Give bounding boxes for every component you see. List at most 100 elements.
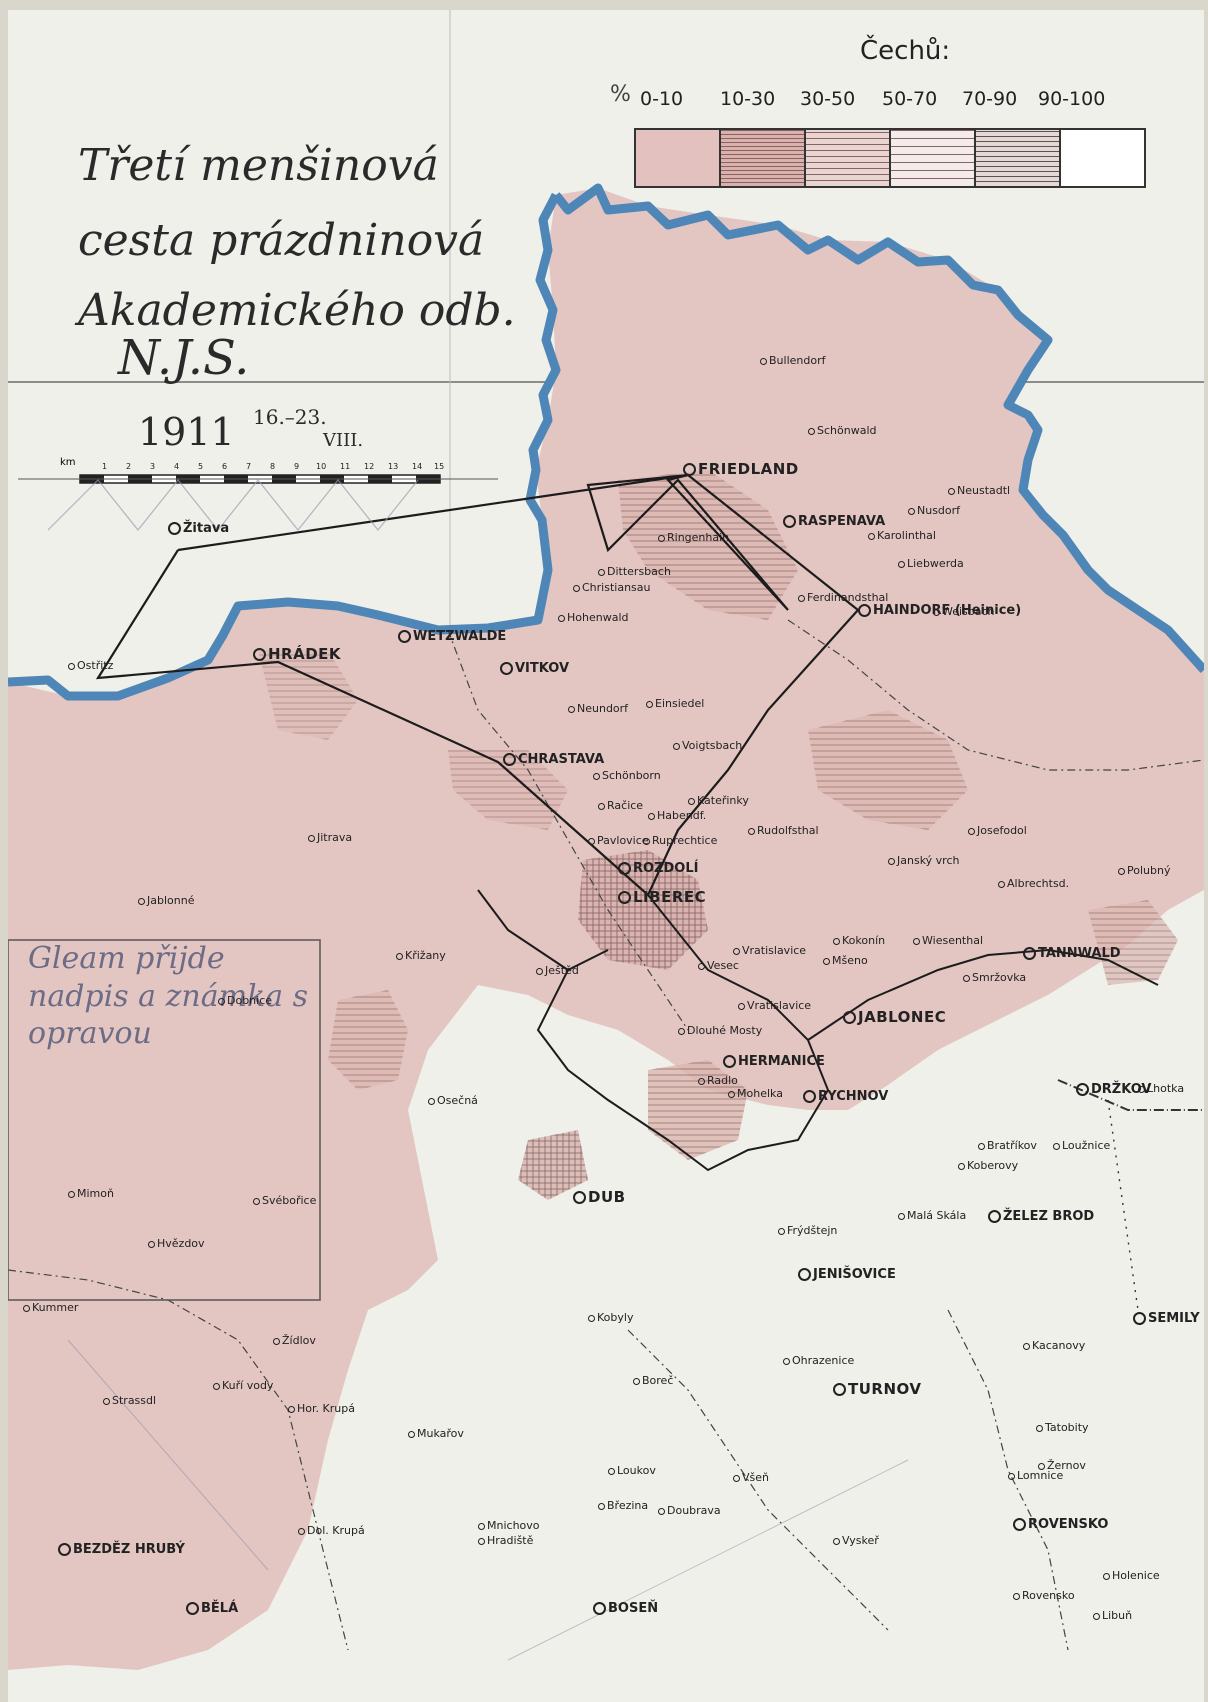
place-label: TANNWALD: [1023, 947, 1121, 960]
mixed-area: [1088, 900, 1178, 985]
place-label: Loukov: [608, 1465, 656, 1476]
place-label: Loužnice: [1053, 1140, 1110, 1151]
pencil-note: Gleam přijde nadpis a známka s opravou: [28, 941, 309, 1051]
place-label: Vratislavice: [738, 1000, 811, 1011]
place-label: DUB: [573, 1190, 626, 1205]
pencil-note-box: [8, 939, 321, 1301]
place-label: Josefodol: [968, 825, 1027, 836]
place-label: Hradiště: [478, 1535, 533, 1546]
scale-tick: 13: [388, 462, 399, 471]
journey-route: [95, 473, 860, 897]
legend-swatch: [976, 130, 1061, 186]
place-label: RASPENAVA: [783, 515, 885, 528]
place-label: Březina: [598, 1500, 648, 1511]
mixed-area: [328, 990, 408, 1090]
place-label: Frýdštejn: [778, 1225, 837, 1236]
scale-tick: 1: [102, 462, 108, 471]
place-label: WETZWALDE: [398, 630, 506, 643]
place-label: Doubrava: [658, 1505, 721, 1516]
place-label: Karolinthal: [868, 530, 936, 541]
place-label: DRŽKOV: [1076, 1083, 1151, 1096]
legend-title: Čechů:: [860, 36, 951, 66]
legend-label: 10-30: [720, 88, 776, 110]
map-title-dates: 16.–23.: [253, 405, 327, 429]
place-label: TURNOV: [833, 1382, 921, 1397]
legend: Čechů: % 0-10 10-30 30-50 50-70 70-90 90…: [610, 30, 1204, 200]
place-label: CHRASTAVA: [503, 753, 604, 766]
place-label: Rovensko: [1013, 1590, 1075, 1601]
place-label: Ostřitz: [68, 660, 113, 671]
mixed-area: [448, 750, 568, 830]
legend-percent-symbol: %: [610, 82, 631, 107]
place-label: Voigtsbach: [673, 740, 742, 751]
scale-tick: 6: [222, 462, 228, 471]
mixed-area: [618, 470, 798, 620]
place-label: Mimoň: [68, 1188, 114, 1199]
district-boundary: [447, 629, 689, 1031]
place-label: HRÁDEK: [253, 647, 341, 662]
place-label: Vratislavice: [733, 945, 806, 956]
legend-label: 0-10: [640, 88, 684, 110]
district-boundary: [947, 1309, 1069, 1651]
place-label: Albrechtsd.: [998, 878, 1069, 889]
place-label: Smržovka: [963, 972, 1026, 983]
legend-label: 30-50: [800, 88, 856, 110]
place-label: SEMILY: [1133, 1312, 1200, 1325]
legend-swatches: [634, 128, 1146, 188]
place-label: Kummer: [23, 1302, 78, 1313]
place-label: Jitrava: [308, 832, 352, 843]
place-label: Libuň: [1093, 1610, 1132, 1621]
legend-swatch: [1061, 130, 1144, 186]
place-label: Žernov: [1038, 1460, 1086, 1471]
mixed-area: [518, 1130, 588, 1200]
place-label: Weisbach: [933, 606, 995, 617]
place-label: Janský vrch: [888, 855, 959, 866]
place-label: Polubný: [1118, 865, 1170, 876]
scale-tick: 12: [364, 462, 375, 471]
map-sheet: Třetí menšinová cesta prázdninová Akadem…: [8, 10, 1204, 1702]
scale-bar: [18, 474, 498, 484]
scale-unit: km: [60, 457, 76, 468]
place-label: Lomnice: [1008, 1470, 1063, 1481]
place-label: Nusdorf: [908, 505, 960, 516]
state-border: [552, 183, 1204, 674]
place-label: Schönwald: [808, 425, 876, 436]
place-label: Wiesenthal: [913, 935, 983, 946]
pencil-scribble: [47, 479, 419, 531]
legend-swatch: [721, 130, 806, 186]
scale-tick: 14: [412, 462, 423, 471]
place-label: Rudolfsthal: [748, 825, 819, 836]
scale-tick: 11: [340, 462, 351, 471]
map-title-line-1: Třetí menšinová: [78, 140, 439, 191]
map-title-month: VIII.: [323, 430, 364, 451]
place-label: Malá Skála: [898, 1210, 966, 1221]
place-label: Dlouhé Mosty: [678, 1025, 762, 1036]
place-label: Christiansau: [573, 582, 651, 593]
place-label: Kacanovy: [1023, 1340, 1085, 1351]
place-label: ROZDOLÍ: [618, 862, 698, 875]
map-title-line-4: N.J.S.: [118, 330, 250, 386]
journey-route: [477, 889, 569, 971]
place-label: Einsiedel: [646, 698, 704, 709]
district-boundary: [787, 619, 1204, 771]
scale-tick: 3: [150, 462, 156, 471]
place-label: Kuří vody: [213, 1380, 273, 1391]
place-label: HERMANICE: [723, 1055, 825, 1068]
place-label: Svébořice: [253, 1195, 316, 1206]
place-label: Žídlov: [273, 1335, 316, 1346]
mixed-area: [578, 850, 708, 970]
place-label: Osečná: [428, 1095, 478, 1106]
place-label: Ohrazenice: [783, 1355, 854, 1366]
place-label: Strassdl: [103, 1395, 156, 1406]
place-label: Holenice: [1103, 1570, 1160, 1581]
legend-swatch: [636, 130, 721, 186]
place-label: Lhotka: [1138, 1083, 1184, 1094]
place-label: Koberovy: [958, 1160, 1018, 1171]
scale-tick: 7: [246, 462, 252, 471]
legend-swatch: [806, 130, 891, 186]
place-label: Liebwerda: [898, 558, 964, 569]
place-label: Pavlovice: [588, 835, 649, 846]
scale-tick: 15: [434, 462, 445, 471]
place-label: FRIEDLAND: [683, 462, 799, 477]
scale-tick: 4: [174, 462, 180, 471]
